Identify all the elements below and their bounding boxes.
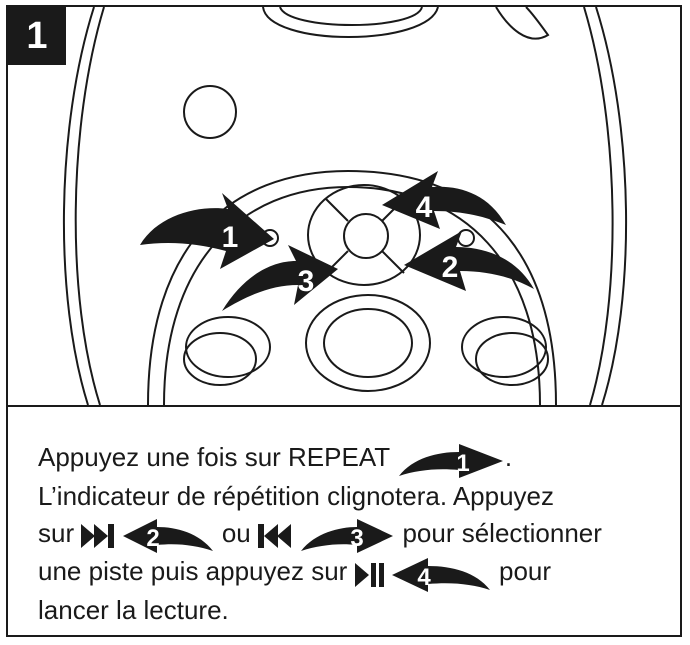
instruction-line-3: sur 2 ou 3 pour sélectionner: [38, 516, 602, 554]
callout-arrow-2: [404, 231, 534, 291]
callout-label-3: 3: [298, 265, 315, 298]
callout-label-2: 2: [442, 251, 459, 284]
step-number-badge: 1: [8, 7, 66, 65]
callout-arrow-1: [140, 193, 274, 269]
callout-arrow-3: [222, 245, 338, 311]
instruction-line-2: L’indicateur de répétition clignotera. A…: [38, 480, 555, 511]
callout-arrow-inline-2: 2: [122, 516, 215, 554]
callout-arrow-inline-1: 1: [397, 441, 505, 478]
svg-text:3: 3: [351, 525, 364, 552]
instruction-text: Appuyez une fois sur REPEAT 1 . L’indica…: [38, 439, 668, 629]
callout-arrow-inline-3: 3: [299, 516, 395, 554]
callout-label-1: 1: [222, 221, 239, 254]
callout-arrow-inline-4: 4: [391, 555, 492, 593]
instruction-line-5: lancer la lecture.: [38, 595, 229, 626]
callout-label-4: 4: [416, 191, 433, 224]
instruction-panel: 1 3 4 2 1 Appuyez une fois sur REPEAT 1 …: [6, 5, 682, 637]
svg-text:4: 4: [417, 564, 431, 591]
skip-next-icon: [81, 516, 115, 553]
instruction-line-4: une piste puis appuyez sur 4 pour: [38, 555, 552, 593]
svg-text:2: 2: [146, 525, 159, 552]
instruction-line-1: Appuyez une fois sur REPEAT 1 .: [38, 441, 513, 478]
remote-drawing: 1 3 4 2: [62, 7, 628, 405]
device-illustration: 1 3 4 2 1: [8, 7, 680, 407]
svg-text:1: 1: [456, 450, 469, 477]
callout-arrow-4: [382, 171, 506, 229]
skip-previous-icon: [257, 516, 292, 553]
play-pause-icon: [354, 555, 385, 592]
